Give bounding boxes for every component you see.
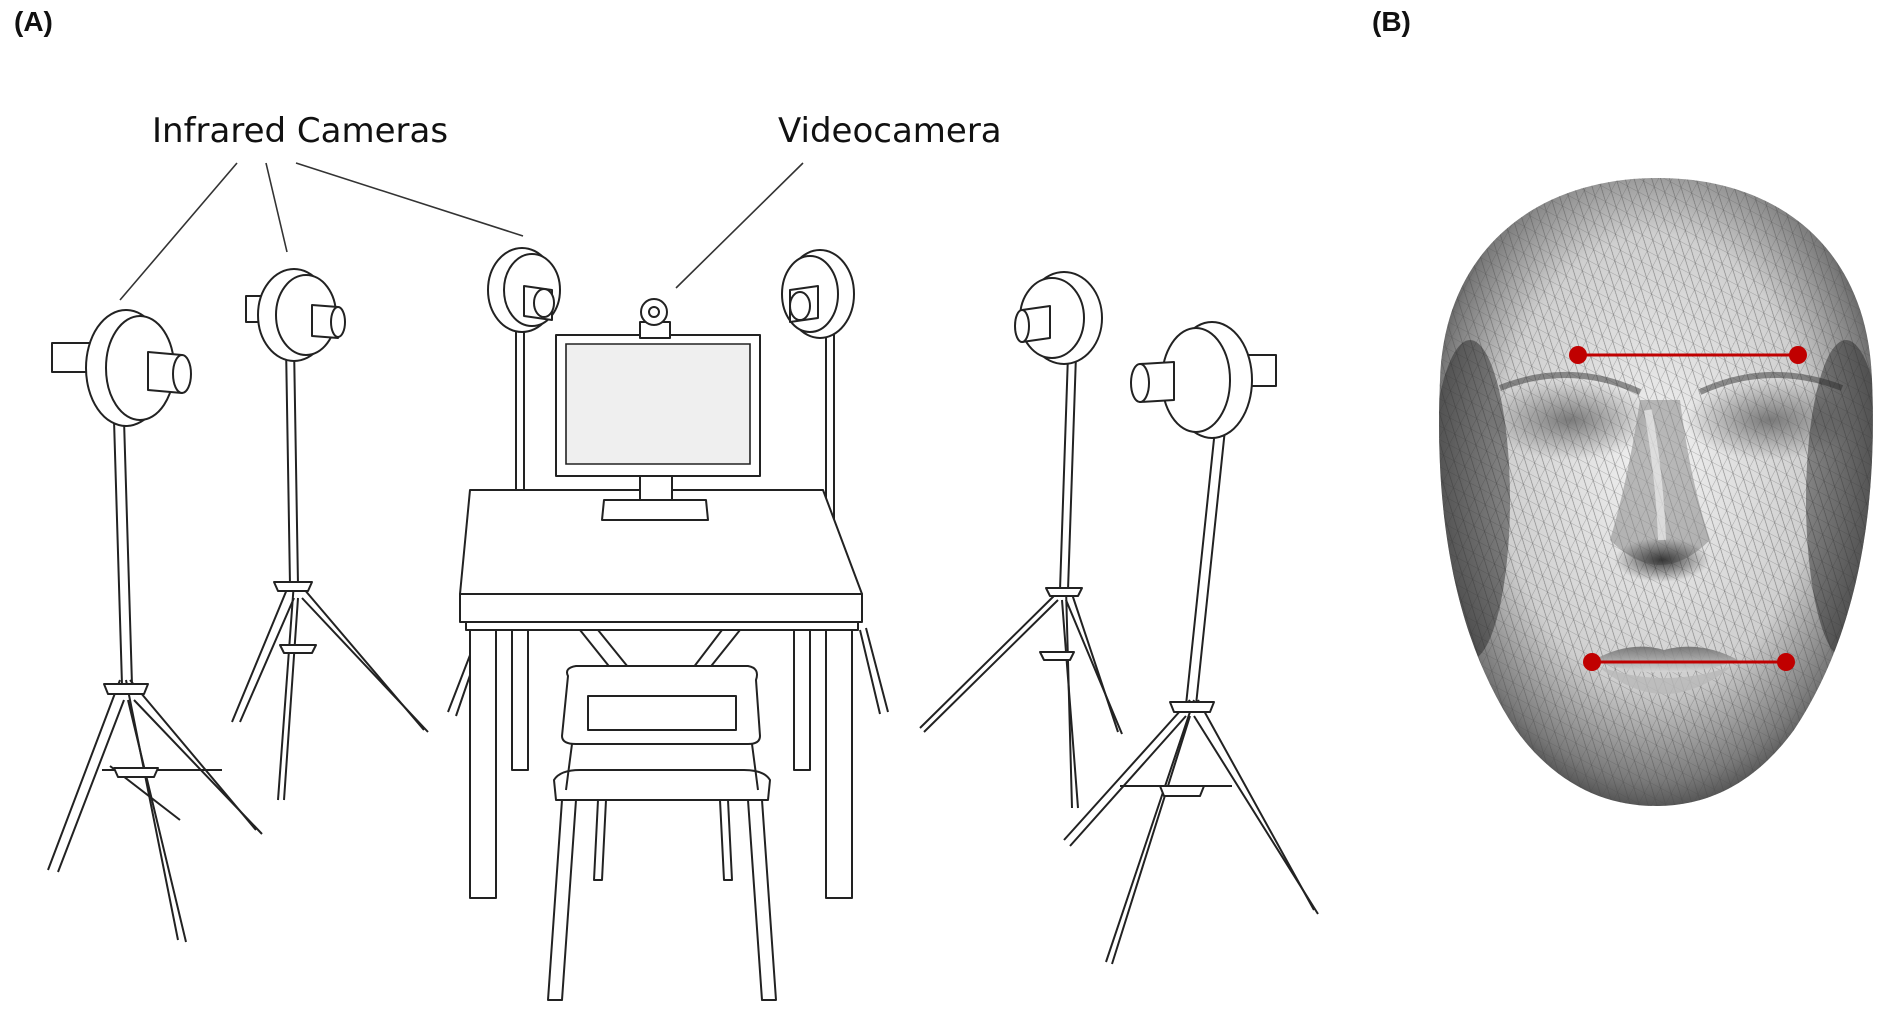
infrared-camera-tripod-1 [47,309,263,943]
infrared-camera-tripod-6 [1063,321,1319,965]
infrared-camera-tripod-2 [231,268,429,801]
leader-line-camera-2 [265,162,288,253]
leader-line-videocamera [675,162,804,289]
right-eye-socket [1685,380,1855,460]
monitor-stand [601,499,709,521]
videocamera [639,298,671,339]
chair-leg-front-left [547,799,577,1001]
camera-2-lens [330,306,346,338]
leader-line-camera-1 [119,162,238,301]
leader-line-camera-3 [295,162,524,237]
left-eye-socket [1485,380,1655,460]
camera-3-lens [533,288,555,318]
chair-leg-front-right [747,799,777,1001]
infrared-cameras-label: Infrared Cameras [152,111,449,151]
callout-leaders [119,162,804,301]
table [459,489,863,899]
landmark-right-mouth-corner [1777,653,1795,671]
lower-lip [1598,666,1732,694]
infrared-camera-tripod-3 [447,247,561,717]
monitor-screen [565,343,751,465]
panel-a-label: (A) [14,6,53,37]
camera-4-lens [789,291,811,321]
table-leg-front-right [825,629,853,899]
videocamera-lens [648,306,660,318]
table-leg-front-left [469,629,497,899]
panel-b-label: (B) [1372,6,1411,37]
nose-base [1614,538,1710,582]
camera-5-lens [1014,309,1030,343]
landmarks [1569,346,1807,671]
videocamera-label: Videocamera [778,111,1002,151]
camera-1-lens [172,354,192,394]
setup-illustration [47,162,1319,1001]
landmark-left-mouth-corner [1583,653,1601,671]
infrared-camera-tripod-5 [919,271,1123,809]
camera-6-lens [1130,363,1150,403]
upper-lip [1594,646,1738,673]
face-mesh [1439,178,1873,806]
landmark-right-brow [1789,346,1807,364]
chair-seat [553,769,771,801]
monitor [555,334,761,521]
chair [547,665,777,1001]
landmark-left-brow [1569,346,1587,364]
